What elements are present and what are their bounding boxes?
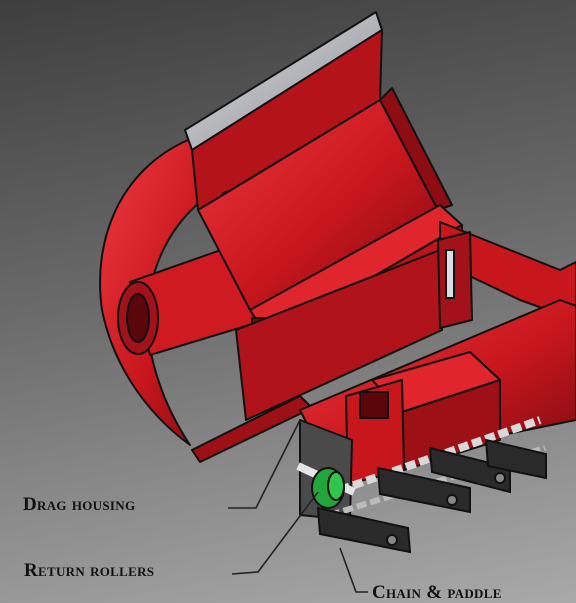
return-rollers-label: Return rollers <box>24 560 155 581</box>
return-roller-icon <box>296 462 356 509</box>
drag-housing-icon <box>235 249 443 421</box>
chain-paddle-label: Chain & paddle <box>372 582 502 603</box>
auger-flighting-icon <box>99 139 231 446</box>
chain-paddle-leader <box>339 547 368 593</box>
hopper-side-wall <box>379 87 453 211</box>
return-rollers-leader <box>231 491 319 575</box>
drag-housing-leader <box>228 419 301 509</box>
paddle-icon <box>316 438 547 554</box>
drag-housing-label: Drag housing <box>23 494 136 515</box>
